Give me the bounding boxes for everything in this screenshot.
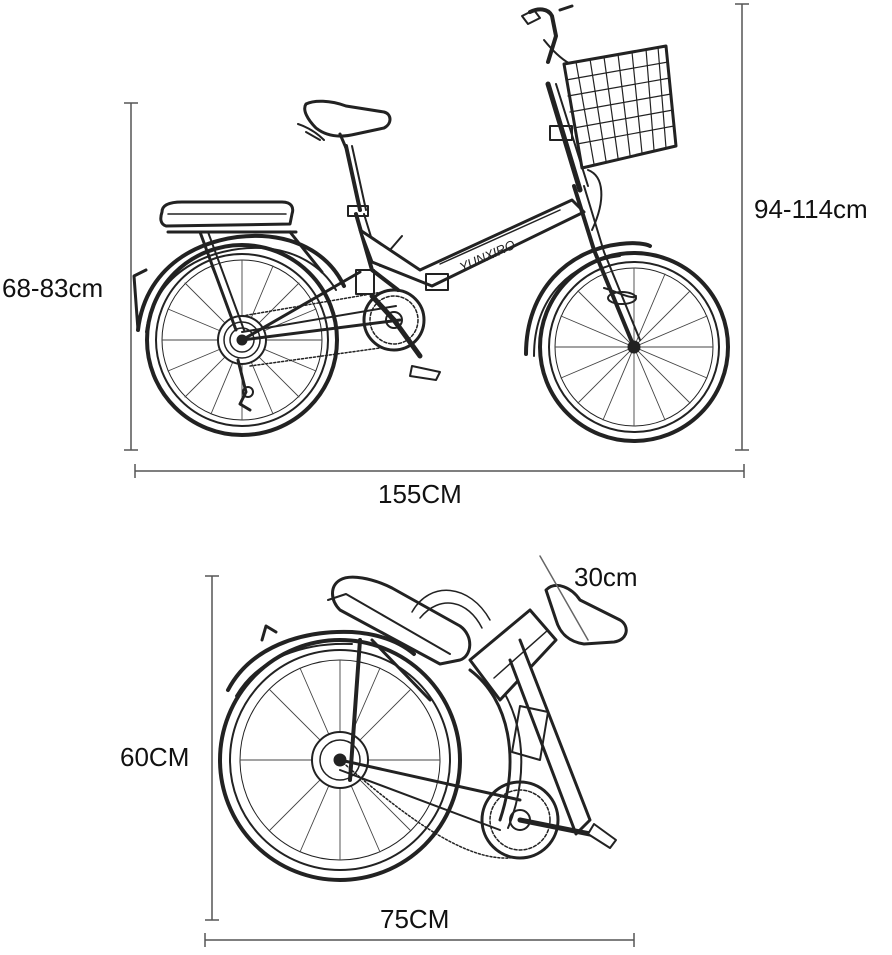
folded-height-label: 60CM (120, 742, 190, 772)
folded-cables (411, 589, 491, 629)
seat-post (344, 144, 362, 212)
front-basket (562, 44, 678, 170)
dimension-lines-unfolded (124, 3, 749, 478)
folded-frame (338, 608, 592, 836)
front-fender (524, 241, 652, 356)
folded-bike (218, 555, 628, 882)
chain (241, 289, 395, 367)
handlebar-height-label: 94-114cm (754, 194, 868, 224)
saddle (297, 99, 392, 150)
unfolded-bike: YUNXIRO (132, 4, 730, 443)
fork (572, 184, 641, 349)
folded-handlebar-grip (539, 555, 628, 646)
folded-rear-wheel (218, 638, 462, 882)
rear-wheel (145, 243, 339, 437)
folded-width-label: 30cm (574, 562, 638, 592)
rear-fender (136, 233, 346, 332)
folded-chainring (339, 759, 617, 860)
folded-saddle (327, 575, 472, 782)
unfolded-length-label: 155CM (378, 479, 462, 509)
rear-rack (159, 200, 324, 332)
seat-height-label: 68-83cm (2, 273, 104, 303)
dimension-lines-folded (204, 575, 635, 947)
folded-length-label: 75CM (380, 904, 450, 934)
